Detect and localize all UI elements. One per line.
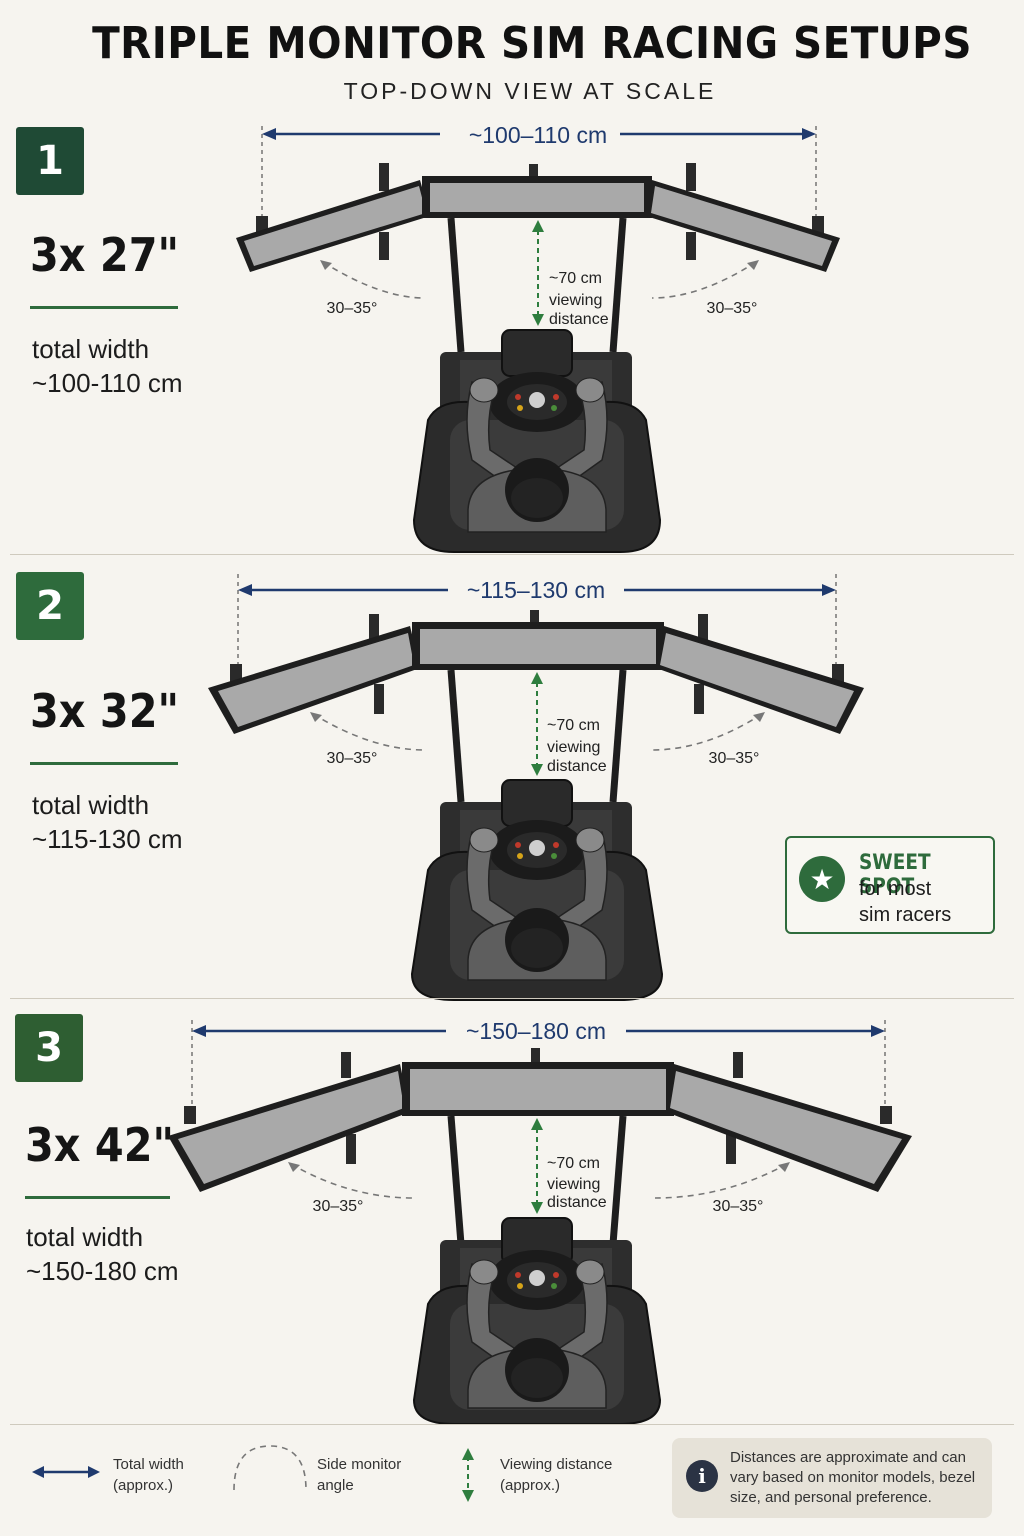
setup-1-size-rule xyxy=(30,306,178,309)
setup-1-width-value: ~100-110 cm xyxy=(32,368,183,398)
disclaimer-note: i Distances are approximate and can vary… xyxy=(672,1438,992,1518)
setup-1-number-badge: 1 xyxy=(16,127,84,195)
setup-2-number-badge: 2 xyxy=(16,572,84,640)
setup-3-center-monitor xyxy=(402,1062,674,1116)
sweet-spot-line1: for most xyxy=(859,878,932,900)
setup-1-left-monitor xyxy=(236,180,430,272)
setup-2-right-angle-label: 30–35° xyxy=(709,750,760,767)
legend-distance-line2: (approx.) xyxy=(500,1477,561,1494)
legend-viewing-arrow-icon xyxy=(462,1448,474,1502)
legend-width-text: Total width (approx.) xyxy=(113,1454,184,1496)
sweet-spot-line2: sim racers xyxy=(859,904,952,926)
setup-2-center-monitor xyxy=(412,622,664,670)
legend-width-arrow-icon xyxy=(32,1466,100,1478)
setup-2-dimension-label: ~115–130 cm xyxy=(467,577,605,603)
setup-1-viewing-distance-arrow xyxy=(532,220,544,326)
setup-3-viewing-distance-line2: viewing xyxy=(547,1176,600,1193)
legend-angle-line1: Side monitor xyxy=(317,1456,402,1473)
setup-3-steering-wheel xyxy=(489,1250,585,1310)
page-title: TRIPLE MONITOR SIM RACING SETUPS xyxy=(92,18,972,69)
legend-angle-text: Side monitor angle xyxy=(317,1454,401,1496)
sweet-spot-heading: SWEET SPOT xyxy=(859,850,931,898)
setup-1-viewing-distance-line2: viewing xyxy=(549,292,602,309)
legend-width-line1: Total width xyxy=(113,1456,184,1473)
section-divider-2 xyxy=(10,998,1014,999)
setup-3-left-angle-arc xyxy=(290,1163,415,1199)
setup-2-viewing-distance-line2: viewing xyxy=(547,739,600,756)
setup-1-left-angle-arc xyxy=(322,261,426,299)
setup-2-width-label: total width xyxy=(32,790,150,820)
setup-3-right-angle-label: 30–35° xyxy=(713,1198,764,1215)
setup-1-driver xyxy=(466,377,608,533)
setup-2-left-angle-arc xyxy=(312,713,426,751)
setup-1-right-monitor xyxy=(646,180,840,272)
setup-2-right-angle-arc xyxy=(651,713,763,751)
legend-distance-text: Viewing distance (approx.) xyxy=(500,1454,612,1496)
setup-3-viewing-distance-line3: distance xyxy=(547,1194,607,1211)
setup-2-diagram: ~115–130 cm 30–35° 30–35° ~70 cm viewing… xyxy=(208,574,864,1001)
legend-angle-line2: angle xyxy=(317,1477,354,1494)
setup-3-viewing-distance-arrow xyxy=(531,1118,543,1214)
setup-3-size-label: 3x 42" xyxy=(25,1118,175,1172)
info-icon: i xyxy=(686,1460,718,1492)
setup-2-size-rule xyxy=(30,762,178,765)
sweet-spot-callout: ★ SWEET SPOT for most sim racers xyxy=(785,836,995,934)
setup-3-diagram: ~150–180 cm 30–35° 30–35° ~70 cm viewing… xyxy=(168,1018,912,1425)
legend-width-line2: (approx.) xyxy=(113,1477,174,1494)
setup-1-right-angle-arc xyxy=(651,261,757,299)
setup-1-total-width-dimension: ~100–110 cm xyxy=(261,122,817,216)
setup-2-viewing-distance-line3: distance xyxy=(547,758,607,775)
setup-3-total-width-dimension: ~150–180 cm xyxy=(191,1018,886,1108)
setup-2-width-value: ~115-130 cm xyxy=(32,824,183,854)
setup-3-dimension-label: ~150–180 cm xyxy=(466,1018,606,1044)
setup-1-width-caption: total width ~100-110 cm xyxy=(32,332,183,400)
setup-1-size-label: 3x 27" xyxy=(30,228,180,282)
setup-3-width-value: ~150-180 cm xyxy=(26,1256,179,1286)
setup-2-size-label: 3x 32" xyxy=(30,684,180,738)
star-icon: ★ xyxy=(799,856,845,902)
setup-3-viewing-distance-line1: ~70 cm xyxy=(547,1155,600,1172)
setup-1-viewing-distance-line3: distance xyxy=(549,311,609,328)
setup-2-viewing-distance-line1: ~70 cm xyxy=(547,717,600,734)
setup-3-stand xyxy=(447,1115,627,1245)
page-subtitle: TOP-DOWN VIEW AT SCALE xyxy=(343,78,717,104)
setup-3-monitor-mounts xyxy=(184,1048,892,1164)
setup-1-center-monitor xyxy=(422,176,652,218)
setup-1-viewing-distance-line1: ~70 cm xyxy=(549,270,602,287)
setup-1-left-angle-label: 30–35° xyxy=(327,300,378,317)
setup-1-right-angle-label: 30–35° xyxy=(707,300,758,317)
setup-2-driver xyxy=(466,827,608,981)
setup-2-monitor-mounts xyxy=(230,610,844,714)
setup-2-total-width-dimension: ~115–130 cm xyxy=(237,574,837,666)
setup-3-driver xyxy=(466,1259,608,1409)
setup-2-viewing-distance-arrow xyxy=(531,672,543,776)
setup-3-width-label: total width xyxy=(26,1222,144,1252)
setup-3-left-angle-label: 30–35° xyxy=(313,1198,364,1215)
setup-1-diagram: ~100–110 cm 30–35° 30–35° ~70 cm viewing… xyxy=(236,122,840,553)
setup-2-width-caption: total width ~115-130 cm xyxy=(32,788,183,856)
legend-angle-arc-icon xyxy=(233,1445,307,1491)
setup-1-stand xyxy=(447,217,627,353)
setup-2-right-monitor xyxy=(656,626,864,734)
setup-2-left-monitor xyxy=(208,626,420,734)
legend-distance-line1: Viewing distance xyxy=(500,1456,613,1473)
disclaimer-text: Distances are approximate and can vary b… xyxy=(730,1449,976,1506)
setup-3-left-monitor xyxy=(168,1064,410,1192)
section-divider-3 xyxy=(10,1424,1014,1425)
setup-2-stand xyxy=(447,669,627,803)
setup-3-right-angle-arc xyxy=(654,1163,788,1199)
setup-2-steering-wheel xyxy=(489,820,585,880)
section-divider-1 xyxy=(10,554,1014,555)
setup-2-left-angle-label: 30–35° xyxy=(327,750,378,767)
setup-3-size-rule xyxy=(25,1196,170,1199)
setup-1-width-label: total width xyxy=(32,334,150,364)
setup-3-width-caption: total width ~150-180 cm xyxy=(26,1220,178,1288)
setup-1-steering-wheel xyxy=(489,372,585,432)
setup-3-number-badge: 3 xyxy=(15,1014,83,1082)
setup-1-dimension-label: ~100–110 cm xyxy=(469,122,607,148)
setup-3-right-monitor xyxy=(666,1064,912,1192)
